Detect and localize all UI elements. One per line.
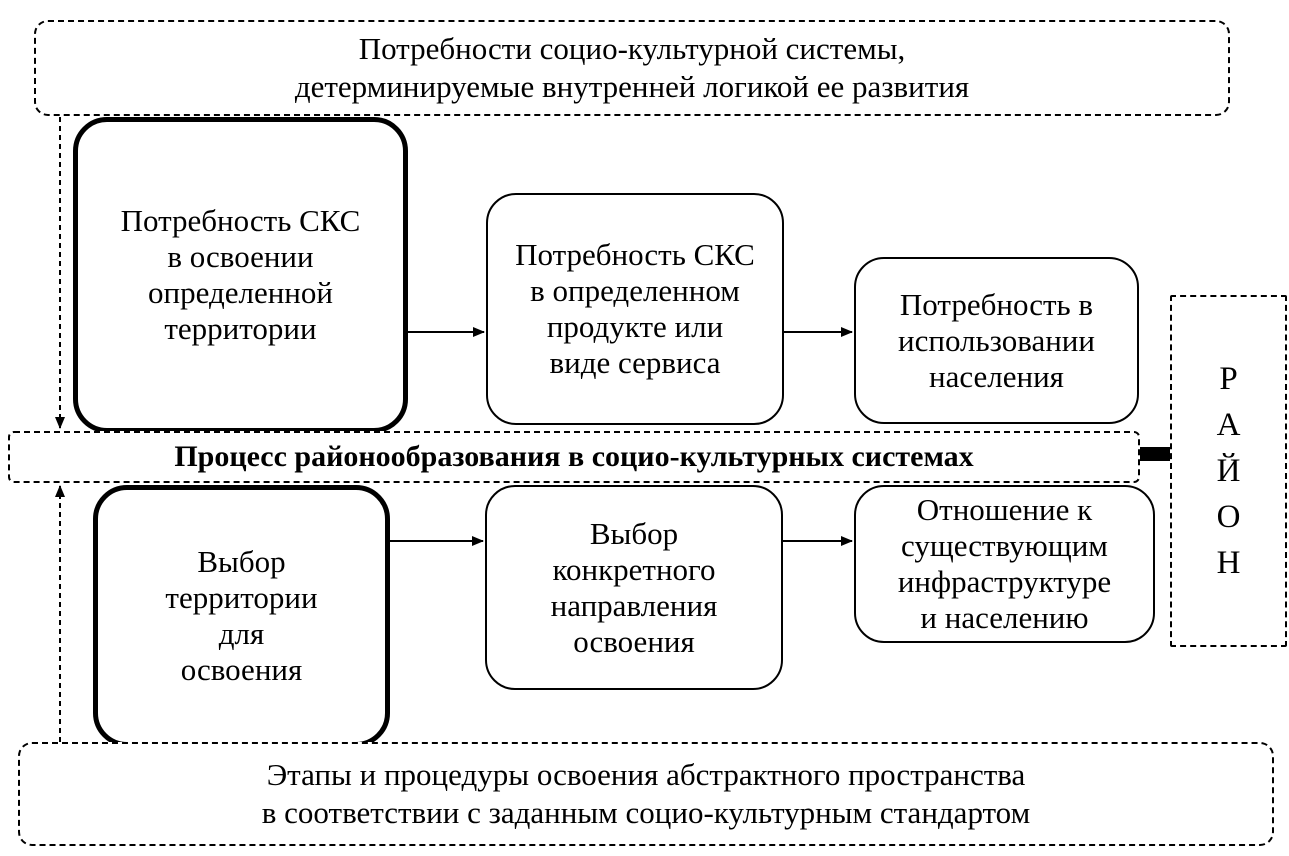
need-population-text: Потребность в использовании населения: [898, 286, 1095, 394]
need-territory-text: Потребность СКС в освоении определенной …: [120, 203, 361, 346]
need-product-text: Потребность СКС в определенном продукте …: [515, 237, 755, 380]
system-needs-text: Потребности социо-культурной системы, де…: [294, 31, 970, 104]
choose-direction-text: Выбор конкретного направления освоения: [550, 515, 718, 659]
need-product-box: Потребность СКС в определенном продукте …: [486, 193, 784, 425]
system-needs-box: Потребности социо-культурной системы, де…: [34, 20, 1230, 116]
need-population-box: Потребность в использовании населения: [854, 257, 1139, 424]
process-label: Процесс районообразования в социо-культу…: [174, 440, 974, 473]
attitude-box: Отношение к существующим инфраструктуре …: [854, 485, 1155, 643]
raion-text: Р А Й О Н: [1216, 361, 1241, 581]
stages-procedures-box: Этапы и процедуры освоения абстрактного …: [18, 742, 1274, 846]
choose-territory-box: Выбор территории для освоения: [93, 485, 390, 747]
need-territory-box: Потребность СКС в освоении определенной …: [73, 117, 408, 433]
process-bar: Процесс районообразования в социо-культу…: [8, 431, 1140, 483]
choose-direction-box: Выбор конкретного направления освоения: [485, 485, 783, 690]
attitude-text: Отношение к существующим инфраструктуре …: [897, 492, 1112, 635]
choose-territory-text: Выбор территории для освоения: [165, 544, 318, 687]
stages-procedures-text: Этапы и процедуры освоения абстрактного …: [261, 757, 1031, 830]
raion-box: Р А Й О Н: [1170, 295, 1287, 647]
